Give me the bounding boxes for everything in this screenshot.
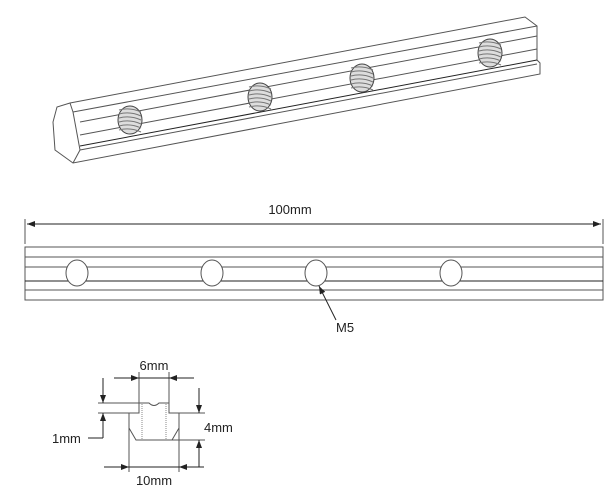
threaded-hole — [477, 38, 503, 68]
base-width-label: 10mm — [136, 473, 172, 488]
threaded-holes-iso — [117, 38, 503, 135]
step-label: 1mm — [52, 431, 81, 446]
top-view: M5 — [24, 246, 604, 335]
threaded-hole — [247, 82, 273, 112]
isometric-view — [52, 16, 541, 164]
length-label: 100mm — [268, 202, 311, 217]
height-label: 4mm — [204, 420, 233, 435]
length-dimension: 100mm — [24, 202, 604, 244]
threaded-hole — [117, 105, 143, 135]
thread-label: M5 — [336, 320, 354, 335]
hole — [439, 259, 463, 287]
threaded-hole — [349, 63, 375, 93]
hole — [200, 259, 224, 287]
hole — [65, 259, 89, 287]
cross-section: 6mm 10mm 4mm 1mm — [52, 358, 233, 488]
top-width-label: 6mm — [140, 358, 169, 373]
hole — [304, 259, 328, 287]
holes-top — [65, 259, 463, 287]
